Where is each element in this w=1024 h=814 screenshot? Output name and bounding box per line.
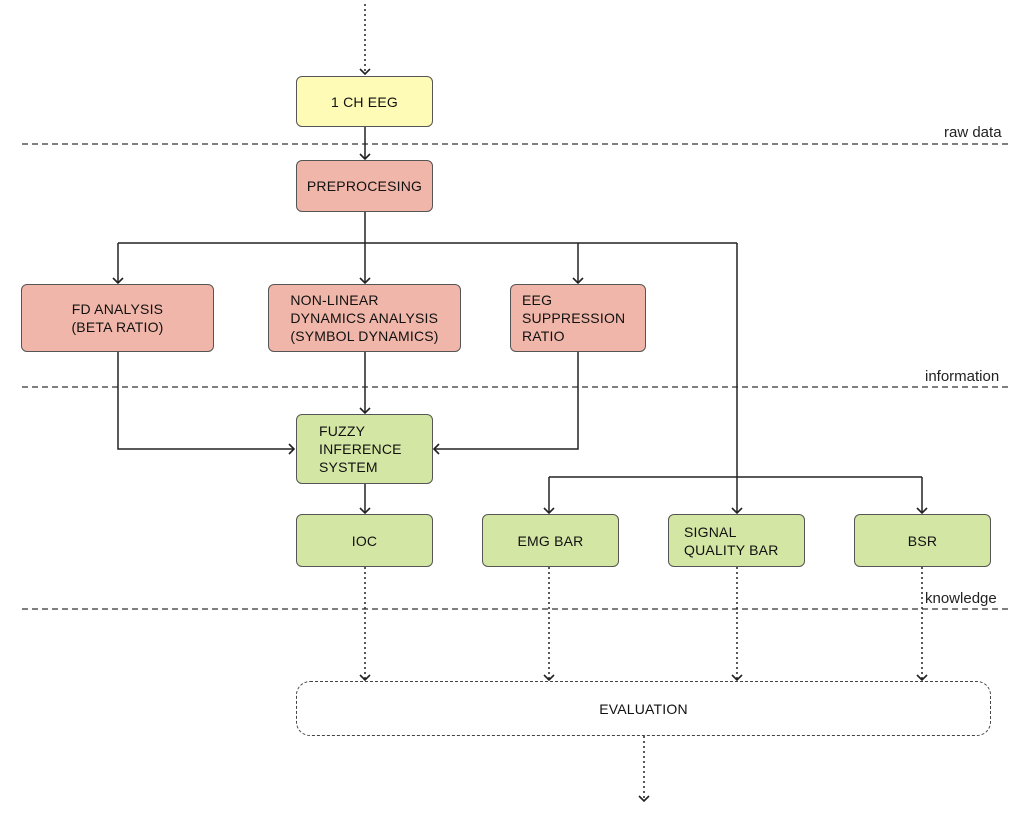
node-preprocessing-label: PREPROCESING xyxy=(306,178,423,194)
node-ioc: IOC xyxy=(296,514,433,567)
node-nonlinear-dynamics-label: NON-LINEAR DYNAMICS ANALYSIS (SYMBOL DYN… xyxy=(290,292,439,344)
node-fd-analysis-label: FD ANALYSIS (BETA RATIO) xyxy=(71,301,164,335)
node-1-ch-eeg: 1 CH EEG xyxy=(296,76,433,127)
node-evaluation-label: EVALUATION xyxy=(599,700,688,717)
layer-label-information: information xyxy=(925,368,1000,385)
layer-label-knowledge: knowledge xyxy=(925,590,997,607)
node-signal-quality-bar: SIGNAL QUALITY BAR xyxy=(668,514,805,567)
node-preprocessing: PREPROCESING xyxy=(296,160,433,212)
node-ioc-label: IOC xyxy=(351,532,378,549)
node-fd-analysis: FD ANALYSIS (BETA RATIO) xyxy=(21,284,214,352)
node-eeg-suppression-ratio-label: EEG SUPPRESSION RATIO xyxy=(522,292,626,344)
node-evaluation: EVALUATION xyxy=(296,681,991,736)
node-eeg-suppression-ratio: EEG SUPPRESSION RATIO xyxy=(510,284,646,352)
node-1-ch-eeg-label: 1 CH EEG xyxy=(331,93,398,110)
node-bsr: BSR xyxy=(854,514,991,567)
arrow-fd-to-fuzzy xyxy=(117,352,296,455)
node-fuzzy-inference-system-label: FUZZY INFERENCE SYSTEM xyxy=(319,423,402,475)
layer-label-raw-data: raw data xyxy=(944,124,1002,141)
node-signal-quality-bar-label: SIGNAL QUALITY BAR xyxy=(684,523,779,558)
node-fuzzy-inference-system: FUZZY INFERENCE SYSTEM xyxy=(296,414,433,484)
node-bsr-label: BSR xyxy=(907,532,938,549)
node-emg-bar-label: EMG BAR xyxy=(517,532,584,549)
node-nonlinear-dynamics: NON-LINEAR DYNAMICS ANALYSIS (SYMBOL DYN… xyxy=(268,284,461,352)
node-emg-bar: EMG BAR xyxy=(482,514,619,567)
arrow-suppression-to-fuzzy xyxy=(432,352,579,455)
